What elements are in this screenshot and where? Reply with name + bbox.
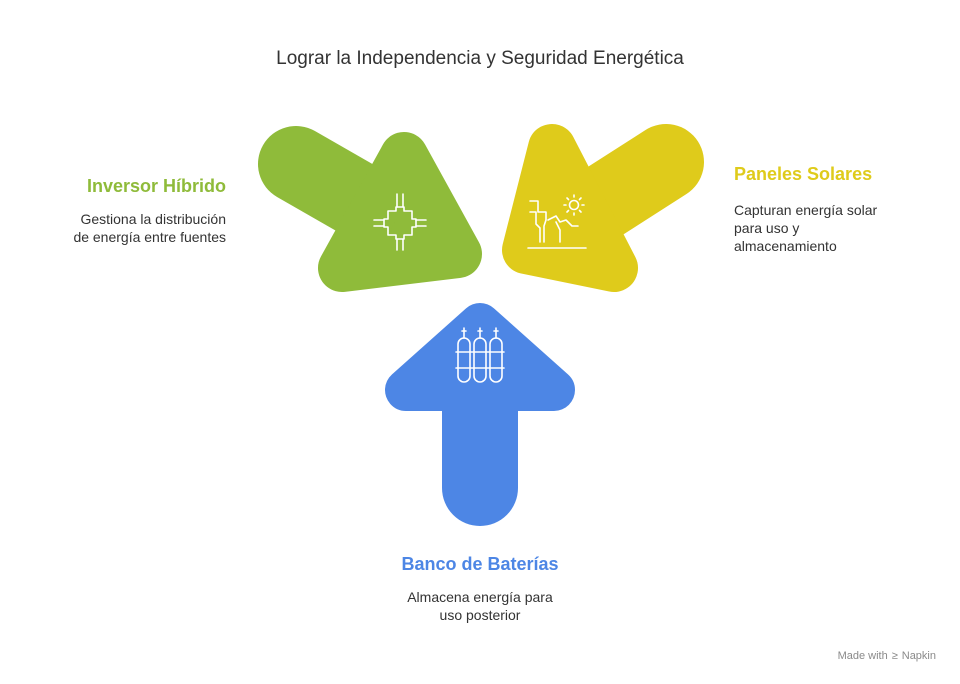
- made-with-napkin-footer[interactable]: Made with ≥ Napkin: [838, 650, 936, 662]
- inverter-desc-line1: Gestiona la distribución: [80, 211, 226, 227]
- inverter-description: Gestiona la distribución de energía entr…: [73, 210, 226, 246]
- battery-cells-icon: [455, 327, 505, 383]
- inverter-desc-line2: de energía entre fuentes: [73, 229, 226, 245]
- battery-heading: Banco de Baterías: [401, 554, 559, 574]
- inverter-heading: Inversor Híbrido: [86, 176, 226, 196]
- battery-arrow: [385, 303, 575, 526]
- battery-desc-line1: Almacena energía para: [407, 589, 553, 605]
- battery-description: Almacena energía para uso posterior: [0, 588, 960, 624]
- solar-desc-line2: para uso y: [734, 220, 800, 236]
- solar-description: Capturan energía solar para uso y almace…: [734, 201, 877, 255]
- napkin-brand-text: Napkin: [901, 650, 936, 662]
- circuit-chip-icon: [373, 193, 427, 251]
- solar-arrow: [502, 124, 704, 292]
- page-title: Lograr la Independencia y Seguridad Ener…: [276, 48, 684, 69]
- solar-heading: Paneles Solares: [734, 164, 873, 184]
- solar-desc-line3: almacenamiento: [734, 238, 837, 254]
- made-with-text: Made with: [837, 650, 888, 662]
- inverter-arrow: [258, 126, 482, 292]
- battery-desc-line2: uso posterior: [439, 607, 521, 623]
- sun-landscape-icon: [527, 194, 587, 249]
- solar-desc-line1: Capturan energía solar: [734, 202, 878, 218]
- napkin-logo-icon: ≥: [891, 650, 898, 662]
